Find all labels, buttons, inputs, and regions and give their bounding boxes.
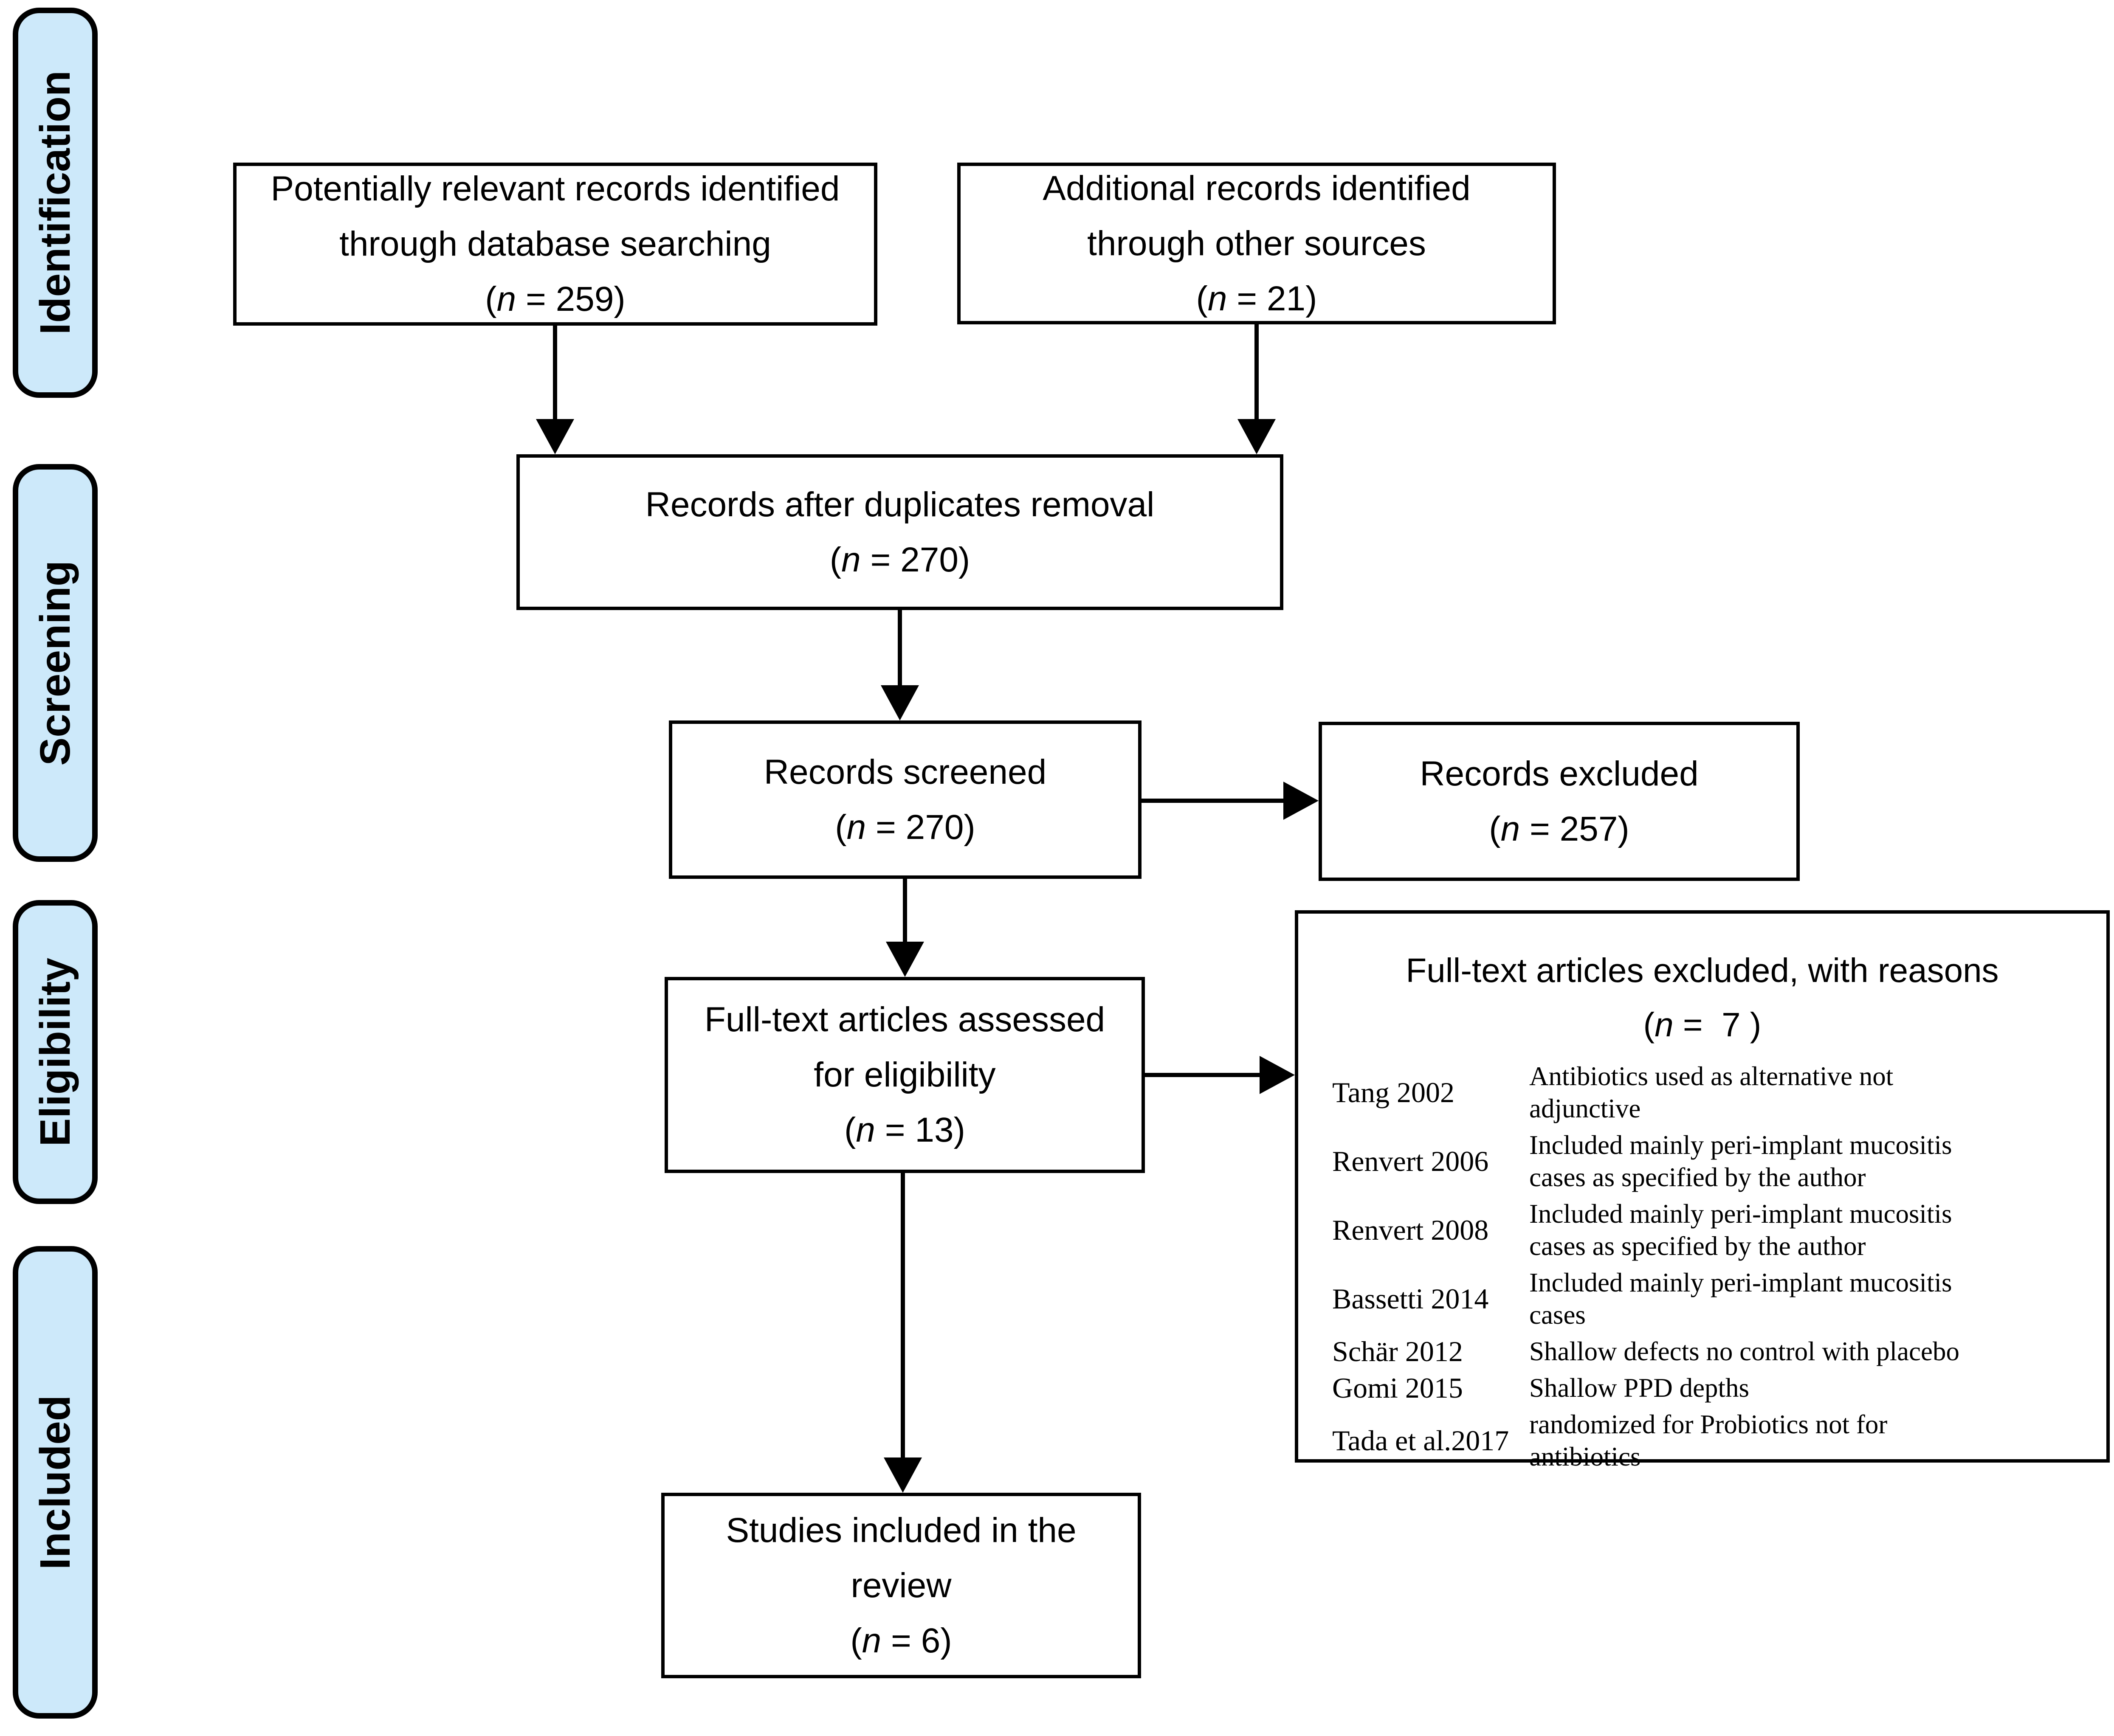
- excluded-reason: Shallow defects no control with placebo: [1529, 1336, 1959, 1366]
- box-fulltext-assessed-line2: for eligibility: [814, 1055, 996, 1094]
- box-records-excluded-count: (n = 257): [1489, 809, 1629, 848]
- box-additional-records-count: (n = 21): [1196, 279, 1317, 318]
- excluded-reason: Shallow PPD depths: [1529, 1373, 1750, 1403]
- phase-included: Included: [13, 1246, 98, 1719]
- excluded-study-name: Tada et al.2017: [1332, 1424, 1509, 1457]
- box-studies-included-count: (n = 6): [850, 1621, 952, 1660]
- box-additional-records-line2: through other sources: [1087, 224, 1426, 263]
- fulltext-excluded-header: Full-text articles excluded, with reason…: [1298, 914, 2106, 1052]
- box-records-identified-count: (n = 259): [485, 280, 626, 318]
- arrow-assessed-to-reasons-stem: [1145, 1073, 1262, 1077]
- excluded-reason: Antibiotics used as alternative not adju…: [1529, 1061, 1894, 1123]
- arrow-assessed-to-included-head: [884, 1457, 922, 1493]
- excluded-reason: randomized for Probiotics not for antibi…: [1529, 1410, 1888, 1472]
- arrow-dedup-to-screened-head: [881, 685, 919, 720]
- excluded-row: Gomi 2015 Shallow PPD depths: [1332, 1372, 2077, 1404]
- arrow-screened-to-excluded-stem: [1142, 799, 1286, 803]
- excluded-row: Renvert 2008 Included mainly peri-implan…: [1332, 1198, 2077, 1262]
- box-records-identified: Potentially relevant records identified …: [233, 163, 877, 326]
- excluded-row: Schär 2012 Shallow defects no control wi…: [1332, 1335, 2077, 1367]
- arrow-dedup-to-screened-stem: [898, 610, 902, 687]
- excluded-row: Renvert 2006 Included mainly peri-implan…: [1332, 1129, 2077, 1193]
- phase-screening-label: Screening: [31, 560, 79, 766]
- box-after-duplicates-removal: Records after duplicates removal (n = 27…: [516, 454, 1283, 610]
- arrow-additional-to-dedup-head: [1237, 419, 1276, 454]
- box-after-duplicates-removal-count: (n = 270): [829, 540, 970, 579]
- box-additional-records: Additional records identified through ot…: [957, 163, 1556, 324]
- phase-identification-label: Identification: [31, 70, 79, 335]
- box-records-screened: Records screened (n = 270): [669, 720, 1142, 879]
- box-after-duplicates-removal-line1: Records after duplicates removal: [645, 485, 1155, 524]
- box-fulltext-assessed-count: (n = 13): [844, 1111, 965, 1149]
- box-records-screened-count: (n = 270): [835, 808, 975, 847]
- box-studies-included-line2: review: [851, 1566, 952, 1605]
- excluded-row: Tada et al.2017 randomized for Probiotic…: [1332, 1408, 2077, 1473]
- box-studies-included: Studies included in the review (n = 6): [661, 1493, 1141, 1678]
- excluded-study-name: Bassetti 2014: [1332, 1283, 1489, 1315]
- arrow-assessed-to-reasons-head: [1260, 1056, 1295, 1094]
- phase-eligibility: Eligibility: [13, 900, 98, 1204]
- excluded-study-name: Renvert 2008: [1332, 1214, 1489, 1246]
- arrow-identified-to-dedup-head: [536, 419, 574, 454]
- excluded-study-name: Schär 2012: [1332, 1335, 1463, 1367]
- phase-included-label: Included: [31, 1395, 79, 1570]
- excluded-reason: Included mainly peri-implant mucositis c…: [1529, 1268, 1952, 1330]
- excluded-study-name: Renvert 2006: [1332, 1145, 1489, 1177]
- arrow-screened-to-excluded-head: [1283, 782, 1319, 820]
- fulltext-excluded-rows: Tang 2002 Antibiotics used as alternativ…: [1332, 1060, 2077, 1473]
- fulltext-excluded-count: (n = 7 ): [1643, 1006, 1762, 1044]
- box-records-excluded: Records excluded (n = 257): [1319, 722, 1800, 881]
- box-records-identified-line2: through database searching: [339, 225, 771, 263]
- fulltext-excluded-title: Full-text articles excluded, with reason…: [1406, 951, 1999, 989]
- box-records-excluded-line1: Records excluded: [1420, 754, 1699, 793]
- excluded-row: Bassetti 2014 Included mainly peri-impla…: [1332, 1266, 2077, 1331]
- box-additional-records-line1: Additional records identified: [1043, 169, 1471, 208]
- box-studies-included-line1: Studies included in the: [726, 1511, 1077, 1550]
- arrow-additional-to-dedup-stem: [1254, 324, 1259, 421]
- box-fulltext-assessed-line1: Full-text articles assessed: [704, 1000, 1105, 1039]
- phase-screening: Screening: [13, 464, 98, 862]
- arrow-screened-to-assessed-stem: [903, 879, 907, 943]
- phase-eligibility-label: Eligibility: [31, 957, 79, 1147]
- arrow-screened-to-assessed-head: [886, 942, 924, 977]
- arrow-assessed-to-included-stem: [901, 1173, 905, 1459]
- box-fulltext-excluded-with-reasons: Full-text articles excluded, with reason…: [1295, 910, 2110, 1472]
- excluded-reason: Included mainly peri-implant mucositis c…: [1529, 1199, 1952, 1261]
- excluded-study-name: Tang 2002: [1332, 1076, 1454, 1109]
- box-fulltext-assessed: Full-text articles assessed for eligibil…: [665, 977, 1145, 1173]
- excluded-study-name: Gomi 2015: [1332, 1372, 1463, 1404]
- excluded-row: Tang 2002 Antibiotics used as alternativ…: [1332, 1060, 2077, 1125]
- box-records-screened-line1: Records screened: [764, 752, 1047, 791]
- phase-identification: Identification: [13, 8, 98, 398]
- box-records-identified-line1: Potentially relevant records identified: [271, 169, 840, 208]
- excluded-reason: Included mainly peri-implant mucositis c…: [1529, 1130, 1952, 1192]
- arrow-identified-to-dedup-stem: [553, 326, 557, 421]
